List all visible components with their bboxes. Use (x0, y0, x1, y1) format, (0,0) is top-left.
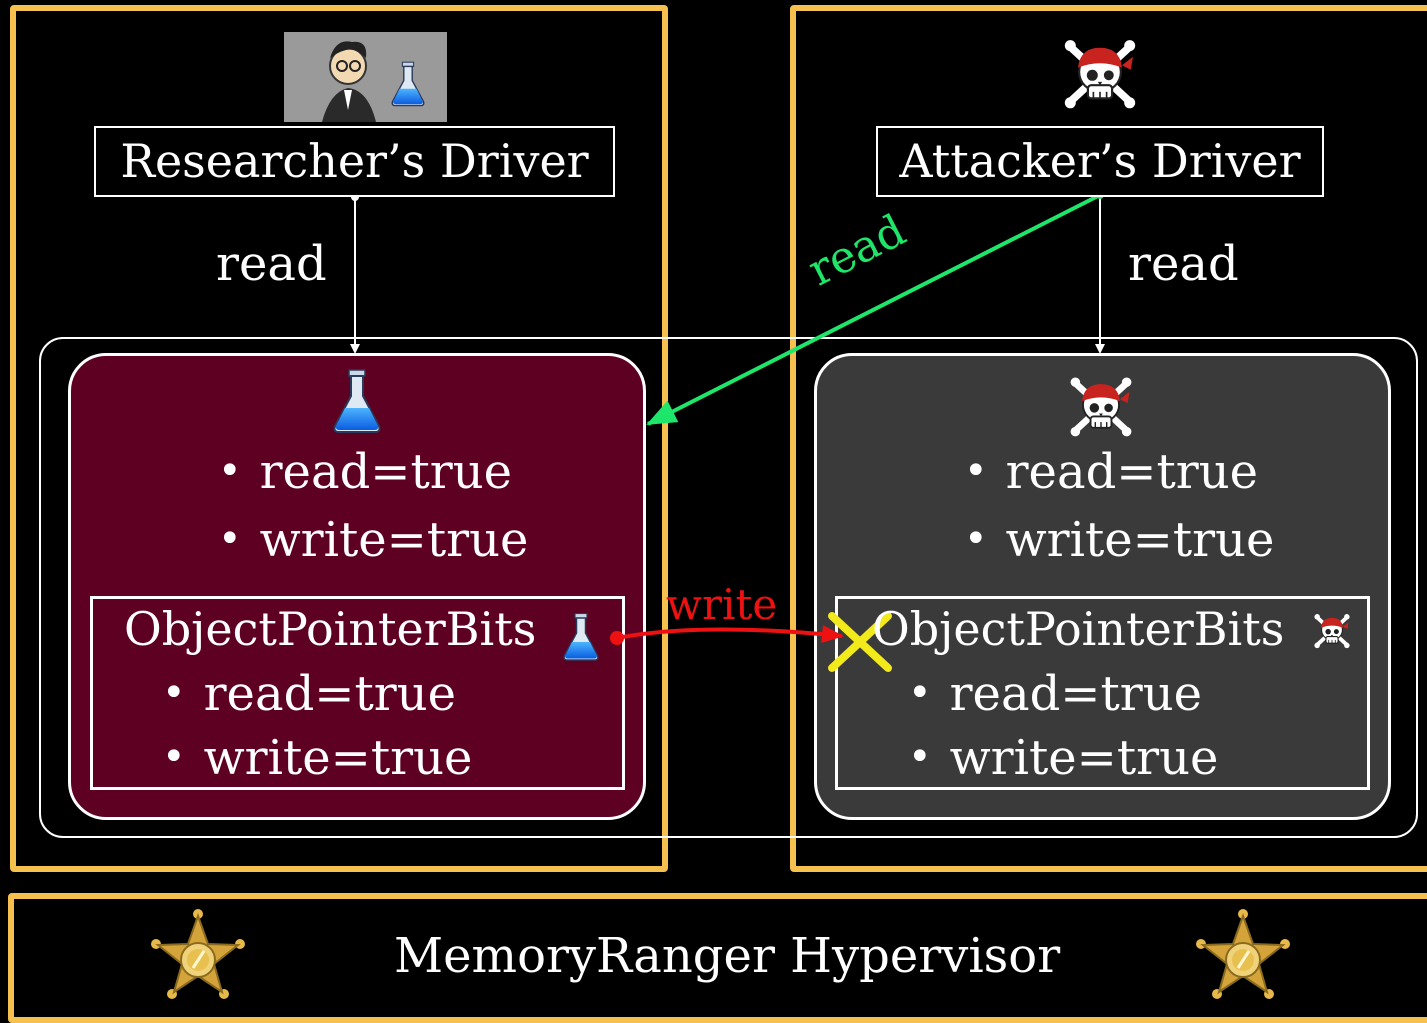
attacker-object-flag-read: read=true (908, 670, 1202, 718)
researcher-object-flag-write: write=true (162, 734, 473, 782)
pirate-skull-icon (1065, 40, 1135, 108)
attacker-object-flag-write: write=true (908, 734, 1219, 782)
attacker-flag-read: read=true (964, 448, 1258, 496)
write-arrow (616, 625, 844, 643)
researcher-read-label: read (216, 236, 327, 292)
sheriff-star-icon (149, 907, 247, 1001)
attacker-object-box (835, 596, 1370, 790)
hypervisor-title: MemoryRanger Hypervisor (394, 928, 1061, 984)
pirate-skull-icon (1312, 612, 1352, 651)
attacker-read-label: read (1128, 236, 1239, 292)
sheriff-star-icon (1194, 907, 1292, 1001)
researcher-flag-read: read=true (218, 448, 512, 496)
researcher-driver-label: Researcher’s Driver (94, 126, 615, 197)
pirate-skull-icon (1071, 377, 1132, 436)
researcher-object-flag-read: read=true (162, 670, 456, 718)
flask-icon (563, 612, 599, 661)
attacker-object-title: ObjectPointerBits (872, 602, 1285, 656)
blocked-x-icon (828, 612, 892, 672)
attacker-flag-write: write=true (964, 516, 1275, 564)
write-label: write (666, 580, 778, 629)
researcher-object-title: ObjectPointerBits (124, 602, 537, 656)
attacker-enclave (790, 5, 1427, 872)
cross-read-arrow (646, 193, 1101, 426)
researcher-flag-write: write=true (218, 516, 529, 564)
scientist-icon (284, 32, 447, 122)
researcher-object-box (90, 596, 625, 790)
shared-memory-outline (39, 337, 1418, 838)
researcher-enclave (10, 5, 668, 872)
flask-icon (333, 369, 381, 433)
attacker-driver-label: Attacker’s Driver (876, 126, 1324, 197)
